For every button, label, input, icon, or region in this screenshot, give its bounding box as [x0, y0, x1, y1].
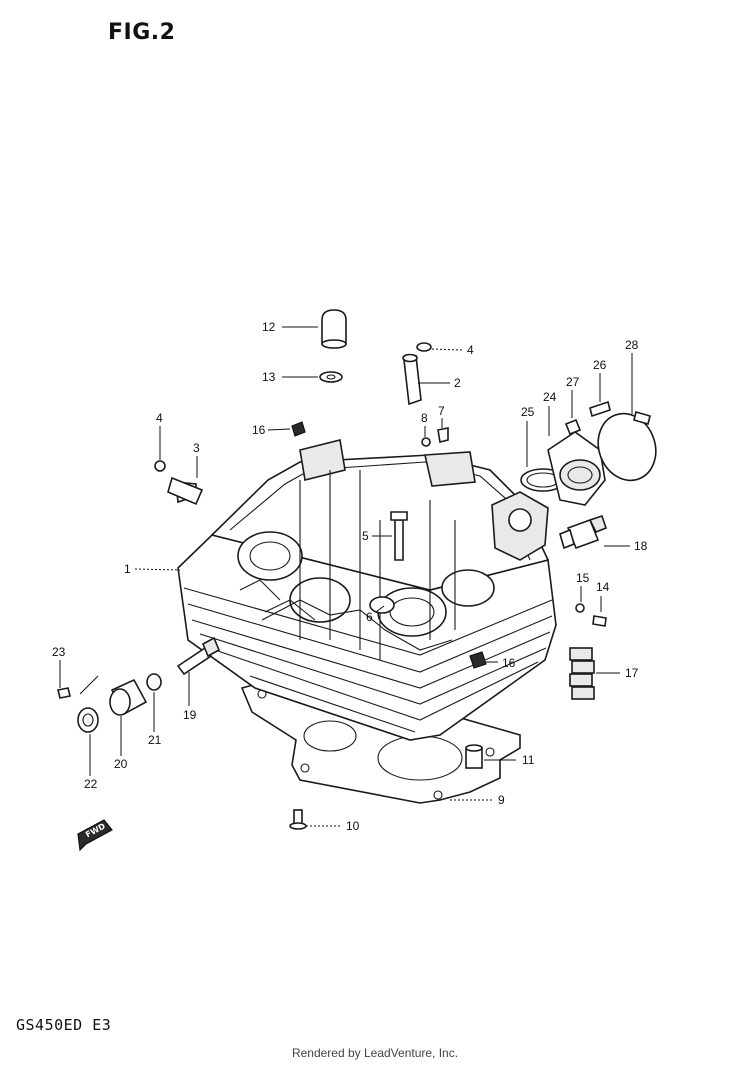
callout-13: 13: [262, 370, 318, 384]
part-3-valve-guide: [167, 476, 204, 506]
callout-21-label: 21: [148, 733, 162, 747]
callout-23-label: 23: [52, 645, 66, 659]
callout-26-label: 26: [593, 358, 607, 372]
callout-24-label: 24: [543, 390, 557, 404]
part-23-screw: [57, 687, 71, 699]
callout-2-label: 2: [454, 376, 461, 390]
part-16-dowel-lower: [469, 651, 487, 669]
callout-4-top: 4: [431, 343, 474, 357]
callout-9: 9: [450, 793, 505, 807]
callout-5: 5: [362, 529, 392, 543]
callout-26: 26: [593, 358, 607, 402]
callout-22-label: 22: [84, 777, 98, 791]
callout-3: 3: [193, 441, 200, 478]
part-11-dowel-pin: [465, 744, 483, 769]
callout-15: 15: [576, 571, 590, 602]
callout-20: 20: [114, 716, 128, 771]
callout-15-label: 15: [576, 571, 590, 585]
callout-8: 8: [421, 411, 428, 437]
part-12-cap: [321, 309, 347, 349]
part-10-bolt: [289, 809, 307, 830]
callout-6-label: 6: [366, 610, 373, 624]
callout-28: 28: [625, 338, 639, 414]
callout-4-top-label: 4: [467, 343, 474, 357]
part-28-hose-clamp: [597, 411, 657, 482]
callout-23: 23: [52, 645, 99, 695]
callout-16-upper: 16: [252, 423, 291, 437]
part-18-spark-plug: [559, 514, 607, 550]
callout-12-label: 12: [262, 320, 276, 334]
part-24-intake-pipe: [547, 431, 606, 506]
callout-22: 22: [84, 734, 98, 791]
part-4-clip-left: [154, 460, 166, 472]
figure-title: FIG.2: [108, 20, 176, 45]
callout-16-upper-label: 16: [252, 423, 266, 437]
callout-3-label: 3: [193, 441, 200, 455]
callout-11: 11: [484, 753, 535, 767]
callout-16-lower: 16: [486, 656, 516, 670]
part-26-screw: [589, 400, 611, 418]
part-20-plug-cap: [109, 678, 148, 716]
callout-11-label: 11: [522, 753, 535, 767]
callout-25: 25: [521, 405, 535, 467]
callout-1-label: 1: [124, 562, 131, 576]
callout-labels: 1 2 3 4 4 5 6: [52, 320, 648, 833]
callout-28-label: 28: [625, 338, 639, 352]
cylinder-head-body: [177, 439, 557, 741]
callout-4-left: 4: [156, 411, 163, 460]
callout-14: 14: [596, 580, 610, 612]
part-4-clip-top: [416, 342, 432, 352]
callout-17-label: 17: [625, 666, 639, 680]
callout-13-label: 13: [262, 370, 276, 384]
part-16-dowel-upper: [291, 421, 306, 437]
part-15-washer: [575, 603, 585, 613]
callout-7-label: 7: [438, 404, 445, 418]
part-22-plug: [77, 707, 99, 733]
render-credit: Rendered by LeadVenture, Inc.: [291, 1046, 459, 1060]
callout-10: 10: [306, 819, 360, 833]
callout-16-lower-label: 16: [502, 656, 516, 670]
part-19-union-bolt: [176, 636, 221, 676]
callout-24: 24: [543, 390, 557, 436]
callout-19-label: 19: [183, 708, 197, 722]
callout-18-label: 18: [634, 539, 648, 553]
model-code: GS450ED E3: [16, 1016, 112, 1034]
callout-4-left-label: 4: [156, 411, 163, 425]
callout-9-label: 9: [498, 793, 505, 807]
callout-21: 21: [148, 692, 162, 747]
callout-25-label: 25: [521, 405, 535, 419]
callout-10-label: 10: [346, 819, 360, 833]
part-14-screw: [592, 615, 607, 627]
callout-8-label: 8: [421, 411, 428, 425]
callout-7: 7: [438, 404, 445, 428]
callout-6: 6: [366, 605, 385, 624]
part-7-bolt: [437, 427, 449, 443]
part-2-valve-guide: [402, 353, 422, 406]
callout-1: 1: [124, 562, 181, 576]
callout-14-label: 14: [596, 580, 610, 594]
callout-19: 19: [183, 672, 197, 722]
part-17-damper-blocks: [569, 647, 595, 700]
callout-18: 18: [604, 539, 648, 553]
part-21-o-ring: [146, 673, 162, 691]
forward-direction-arrow: FWD: [77, 819, 113, 852]
callout-17: 17: [596, 666, 639, 680]
callout-27-label: 27: [566, 375, 580, 389]
callout-27: 27: [566, 375, 580, 418]
callout-5-label: 5: [362, 529, 369, 543]
callout-20-label: 20: [114, 757, 128, 771]
callout-12: 12: [262, 320, 318, 334]
part-13-washer: [319, 371, 343, 383]
part-27-nut: [564, 418, 582, 436]
callout-2: 2: [418, 376, 461, 390]
part-8-washer: [421, 437, 431, 447]
